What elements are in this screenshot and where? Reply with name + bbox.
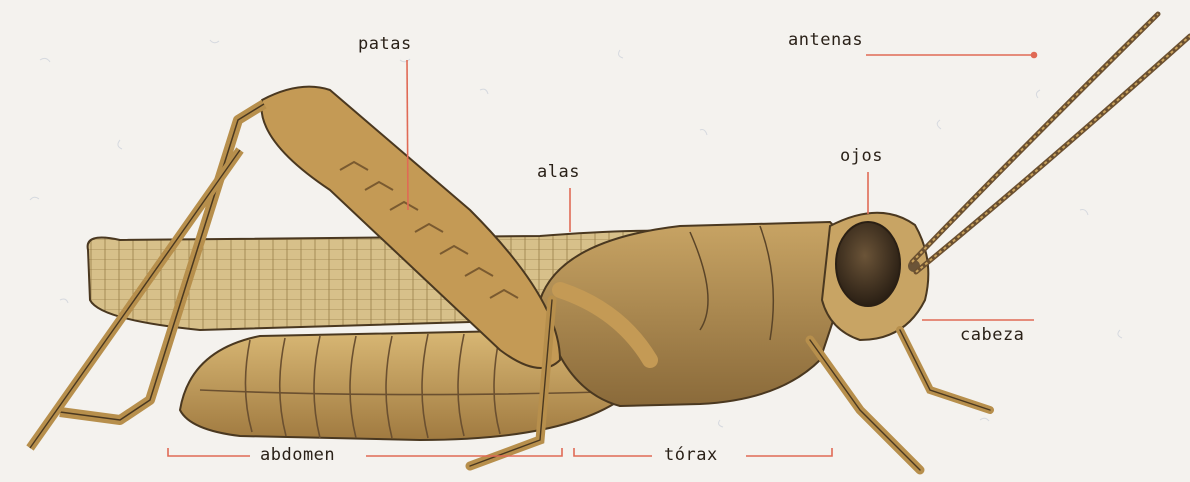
label-ojos: ojos — [840, 146, 883, 166]
label-patas: patas — [358, 34, 412, 54]
label-alas: alas — [537, 162, 580, 182]
label-torax: tórax — [664, 445, 718, 465]
antennae — [912, 14, 1190, 272]
label-cabeza: cabeza — [960, 325, 1024, 345]
antenas-leader-end — [1032, 53, 1037, 58]
head — [822, 213, 928, 340]
compound-eye — [836, 222, 900, 306]
patas-leader — [407, 60, 408, 210]
front-legs — [810, 330, 990, 470]
torax-leader-left — [574, 448, 652, 456]
abdomen-leader-right — [366, 448, 562, 456]
label-abdomen: abdomen — [260, 445, 335, 465]
label-antenas: antenas — [788, 30, 863, 50]
abdomen-leader-left — [168, 448, 250, 456]
torax-leader-right — [746, 448, 832, 456]
